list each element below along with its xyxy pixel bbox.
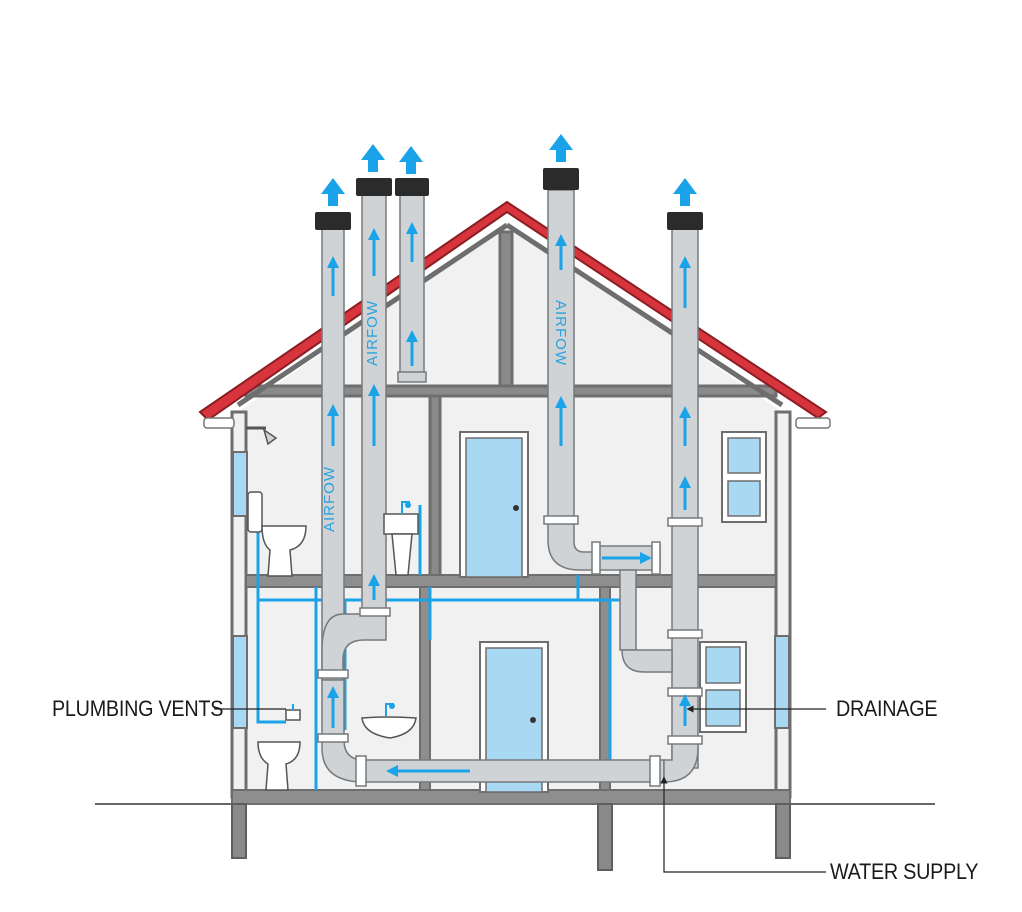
up-arrow-icon <box>549 134 573 162</box>
airflow-label: AIRFOW <box>552 300 569 366</box>
airflow-label: AIRFOW <box>321 466 338 532</box>
up-arrow-icon <box>361 144 385 172</box>
foundation-piers <box>231 803 791 871</box>
up-arrow-icon <box>321 178 345 206</box>
pipe-joints <box>317 515 703 787</box>
toilet-icon <box>257 741 301 791</box>
airflow-exit-arrows <box>321 134 697 206</box>
drainage-label: DRAINAGE <box>836 696 938 721</box>
sink-icon <box>361 703 417 739</box>
shower-head-icon <box>246 426 278 446</box>
window-icon <box>699 641 747 733</box>
sink-icon <box>383 501 419 576</box>
water-supply-label: WATER SUPPLY <box>830 859 979 884</box>
gutters <box>203 417 831 429</box>
toilet-icon <box>247 491 307 577</box>
callout-lines <box>214 705 826 873</box>
airflow-label: AIRFOW <box>364 300 381 366</box>
up-arrow-icon <box>399 146 423 174</box>
airflow-arrows <box>327 222 691 777</box>
window-icon <box>721 431 767 523</box>
side-windows <box>232 451 790 729</box>
plumbing-vents-label: PLUMBING VENTS <box>52 696 224 721</box>
door-icon <box>459 431 529 578</box>
sink-icon <box>285 704 301 721</box>
up-arrow-icon <box>673 178 697 206</box>
